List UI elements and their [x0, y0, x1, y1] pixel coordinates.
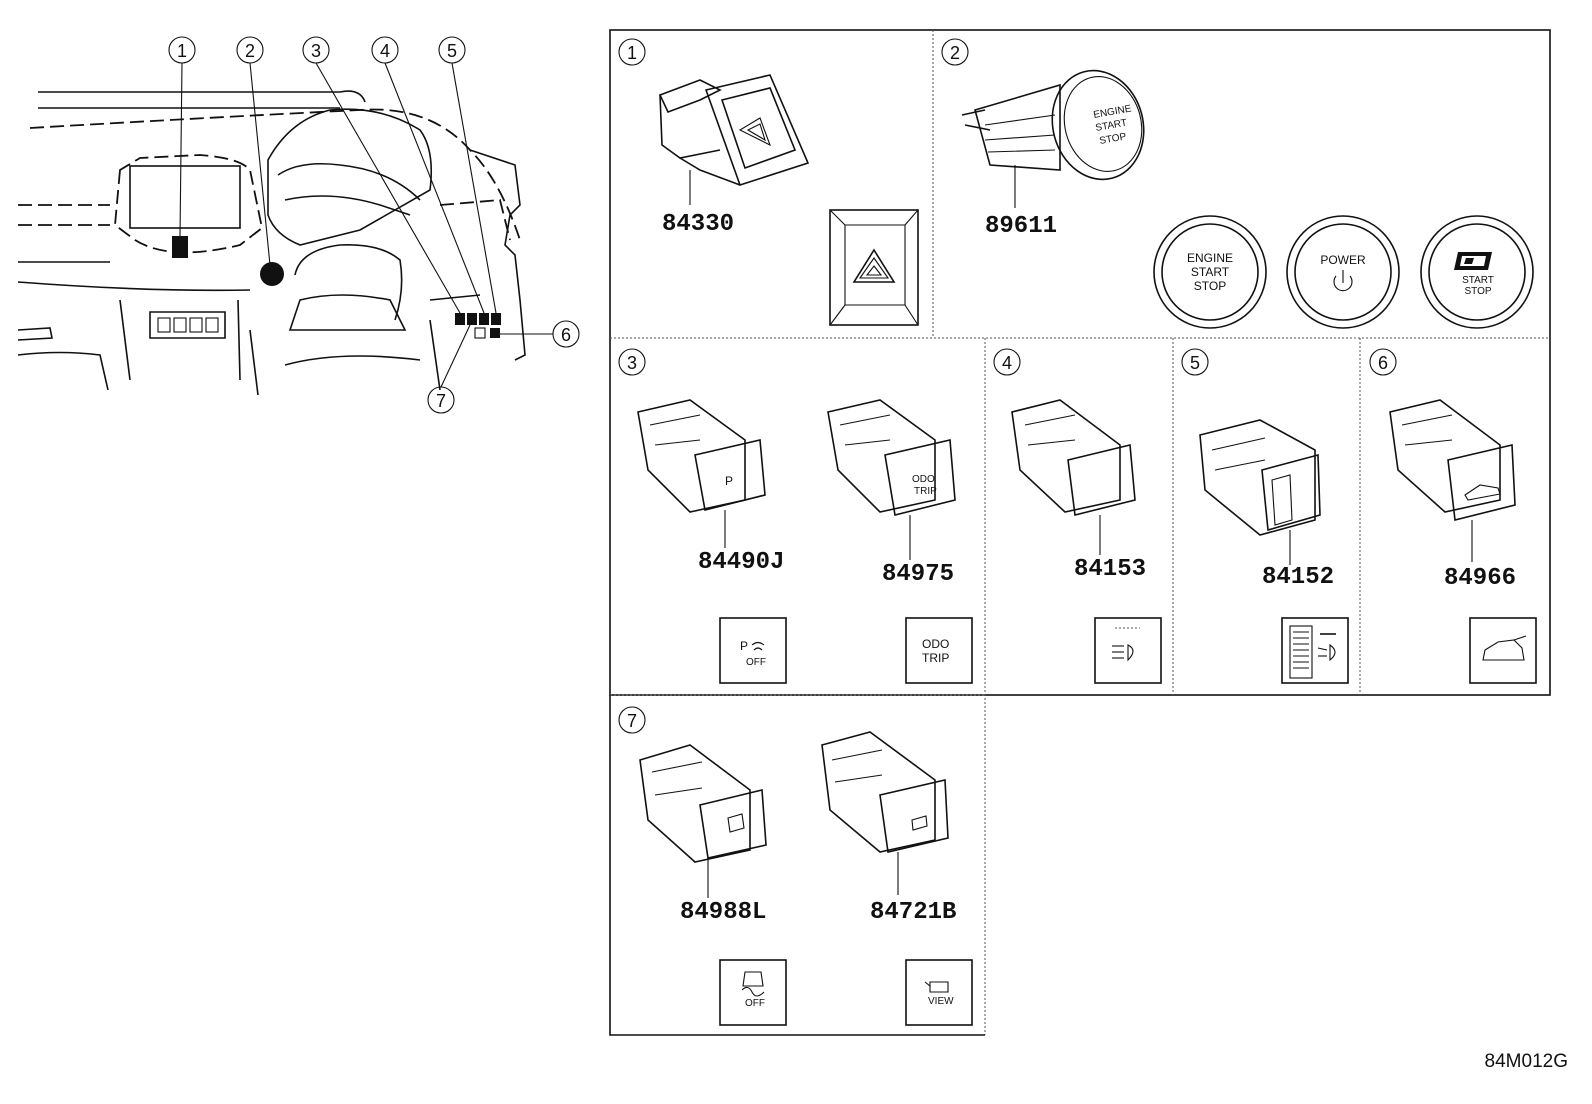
svg-text:START: START	[1462, 275, 1494, 286]
panel-number: 2	[950, 43, 960, 63]
power-icon	[1333, 270, 1353, 292]
svg-text:POWER: POWER	[1320, 253, 1366, 267]
panel-7: 7 84988L 84721B OFF VIEW	[618, 706, 973, 1026]
svg-text:VIEW: VIEW	[928, 996, 954, 1007]
svg-text:STOP: STOP	[1464, 286, 1491, 297]
module-label-line-1: ENGINE	[1093, 103, 1133, 121]
headlight-level-icon	[1281, 617, 1349, 684]
diagram-code: 84M012G	[1484, 1051, 1568, 1072]
back-door-icon	[1469, 617, 1537, 684]
odo-trip-switch-drawing: ODO TRIP	[827, 399, 956, 560]
svg-text:ENGINE: ENGINE	[1187, 251, 1233, 265]
start-button-module-drawing: ENGINE START STOP	[961, 69, 1145, 208]
panel-5: 5 84152	[1181, 348, 1349, 684]
part-number-89611: 89611	[985, 213, 1057, 240]
overview-callout-1: 1	[177, 41, 187, 61]
svg-text:P: P	[740, 639, 748, 653]
headlight-level-switch-drawing	[1199, 419, 1321, 565]
auto-high-beam-switch-drawing	[1011, 399, 1136, 555]
module-label-line-3: STOP	[1099, 131, 1128, 147]
overview-callout-2: 2	[245, 41, 255, 61]
panel-6: 6 84966	[1369, 348, 1537, 684]
part-number-84975: 84975	[882, 561, 954, 588]
part-number-84988L: 84988L	[680, 899, 766, 926]
panel-grid	[609, 29, 1551, 1036]
part-number-84152: 84152	[1262, 564, 1334, 591]
svg-text:STOP: STOP	[1194, 279, 1226, 293]
power-back-door-switch-drawing	[1389, 399, 1516, 562]
parking-sensor-switch-drawing: P	[637, 399, 766, 548]
svg-text:START: START	[1191, 265, 1230, 279]
panel-number: 4	[1002, 353, 1012, 373]
vsc-off-icon: OFF	[719, 959, 787, 1026]
parking-sensor-off-icon: P OFF	[719, 617, 787, 684]
svg-text:ODO: ODO	[922, 637, 949, 651]
hazard-icon	[829, 209, 919, 326]
panel-number: 1	[627, 43, 637, 63]
part-number-84153: 84153	[1074, 556, 1146, 583]
traction-control-switch-drawing	[639, 744, 767, 898]
svg-text:OFF: OFF	[746, 657, 766, 668]
part-number-84721B: 84721B	[870, 899, 956, 926]
engine-start-stop-button: ENGINE START STOP	[1153, 215, 1267, 329]
part-number-84966: 84966	[1444, 565, 1516, 592]
part-number-84330: 84330	[662, 211, 734, 238]
svg-text:TRIP: TRIP	[914, 486, 937, 497]
panel-2: 2 ENGINE START STOP 89611 ENGINE START S…	[941, 38, 1534, 329]
overview-callout-5: 5	[447, 41, 457, 61]
module-label-line-2: START	[1095, 118, 1128, 134]
gr-start-stop-button: START STOP	[1420, 215, 1534, 329]
overview-callout-7: 7	[436, 391, 446, 411]
hazard-switch-drawing	[658, 74, 810, 205]
svg-text:OFF: OFF	[745, 998, 765, 1009]
part-number-84490J: 84490J	[698, 549, 784, 576]
overview-callout-3: 3	[311, 41, 321, 61]
gr-logo-icon	[1454, 252, 1492, 270]
power-button: POWER	[1286, 215, 1400, 329]
svg-text:TRIP: TRIP	[922, 651, 949, 665]
overview-callout-4: 4	[380, 41, 390, 61]
panel-1: 1 84330	[618, 38, 919, 326]
start-button-location	[260, 262, 284, 286]
odo-trip-icon: ODO TRIP	[905, 617, 973, 684]
panel-number: 5	[1190, 353, 1200, 373]
camera-view-switch-drawing	[821, 731, 949, 895]
overview-callout-6: 6	[561, 325, 571, 345]
dashboard-overview: 1 2 3 4 5 6 7	[17, 36, 580, 414]
svg-text:ODO: ODO	[912, 474, 935, 485]
camera-view-icon: VIEW	[905, 959, 973, 1026]
hazard-switch-location	[172, 236, 188, 258]
svg-text:P: P	[725, 474, 733, 488]
panel-number: 7	[627, 711, 637, 731]
auto-high-beam-icon	[1094, 617, 1162, 684]
panel-number: 6	[1378, 353, 1388, 373]
panel-4: 4 84153	[993, 348, 1162, 684]
panel-3: 3 P 84490J ODO TRIP 84975 P OFF ODO TR	[618, 348, 973, 684]
panel-number: 3	[627, 353, 637, 373]
